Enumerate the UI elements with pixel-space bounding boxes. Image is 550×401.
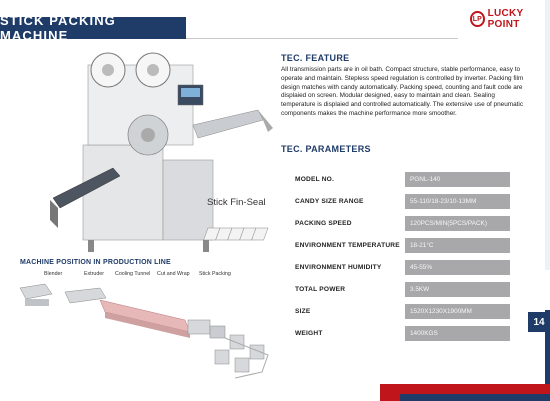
param-value: 3.5KW: [405, 282, 510, 297]
stage-label-cooling: Cooling Tunnel: [115, 271, 151, 277]
param-value: 1520X1230X1900MM: [405, 304, 510, 319]
logo-mark-icon: LP: [470, 11, 485, 27]
param-value: 120PCS/MIN(5PCS/PACK): [405, 216, 510, 231]
blender-machine: [19, 283, 53, 306]
param-row: MODEL NO. PGNL-140: [291, 170, 531, 192]
param-label: ENVIRONMENT TEMPERATURE: [295, 242, 400, 249]
feature-text: All transmission parts are in oil bath. …: [281, 66, 524, 117]
param-row: ENVIRONMENT TEMPERATURE 18-21°C: [291, 236, 531, 258]
param-label: PACKING SPEED: [295, 220, 352, 227]
param-row: SIZE 1520X1230X1900MM: [291, 302, 531, 324]
logo-text: LUCKY POINT: [487, 8, 524, 30]
stick-packing-machines: [214, 334, 269, 379]
parameters-heading: TEC. PARAMETERS: [281, 144, 371, 154]
param-label: ENVIRONMENT HUMIDITY: [295, 264, 382, 271]
param-label: CANDY SIZE RANGE: [295, 198, 364, 205]
cooling-tunnel: [99, 299, 191, 338]
title-divider: [186, 38, 458, 39]
param-label: MODEL NO.: [295, 176, 335, 183]
right-edge-dark-bar: [545, 310, 550, 401]
machine-base: [82, 144, 164, 241]
infeed-conveyor: [52, 167, 121, 209]
fin-seal-caption: Stick Fin-Seal: [207, 197, 266, 208]
param-row: CANDY SIZE RANGE 55-110/18-23/10-13MM: [291, 192, 531, 214]
machine-illustration: [50, 52, 273, 252]
param-value: 18-21°C: [405, 238, 510, 253]
param-row: ENVIRONMENT HUMIDITY 45-55%: [291, 258, 531, 280]
machine-base-right: [162, 159, 214, 241]
feature-heading: TEC. FEATURE: [281, 53, 350, 63]
brand-logo: LP LUCKY POINT: [470, 8, 550, 30]
param-row: PACKING SPEED 120PCS/MIN(5PCS/PACK): [291, 214, 531, 236]
param-label: WEIGHT: [295, 330, 323, 337]
stage-label-cut-wrap: Cut and Wrap: [157, 271, 190, 277]
extruder-machine: [64, 287, 107, 304]
right-edge-decoration: [545, 0, 550, 270]
param-label: TOTAL POWER: [295, 286, 346, 293]
parameters-table: MODEL NO. PGNL-140 CANDY SIZE RANGE 55-1…: [291, 170, 531, 346]
cut-wrap-machine: [187, 319, 226, 339]
page-title: STICK PACKING MACHINE: [0, 13, 116, 43]
production-line-illustration: [19, 283, 269, 379]
stage-label-extruder: Extruder: [84, 271, 105, 277]
param-label: SIZE: [295, 308, 311, 315]
param-row: TOTAL POWER 3.5KW: [291, 280, 531, 302]
page-number: 14: [528, 312, 550, 332]
bottom-blue-stripe: [400, 394, 550, 401]
param-value: 1400KGS: [405, 326, 510, 341]
param-value: 45-55%: [405, 260, 510, 275]
discharge-chute: [192, 109, 264, 139]
stage-label-stick-packing: Stick Packing: [199, 271, 231, 277]
stage-label-blender: Blender: [44, 271, 63, 277]
title-banner: STICK PACKING MACHINE: [0, 13, 186, 43]
param-value: PGNL-140: [405, 172, 510, 187]
production-line-heading: MACHINE POSITION IN PRODUCTION LINE: [20, 259, 171, 266]
stick-pack-sample: [203, 227, 269, 241]
param-value: 55-110/18-23/10-13MM: [405, 194, 510, 209]
param-row: WEIGHT 1400KGS: [291, 324, 531, 346]
